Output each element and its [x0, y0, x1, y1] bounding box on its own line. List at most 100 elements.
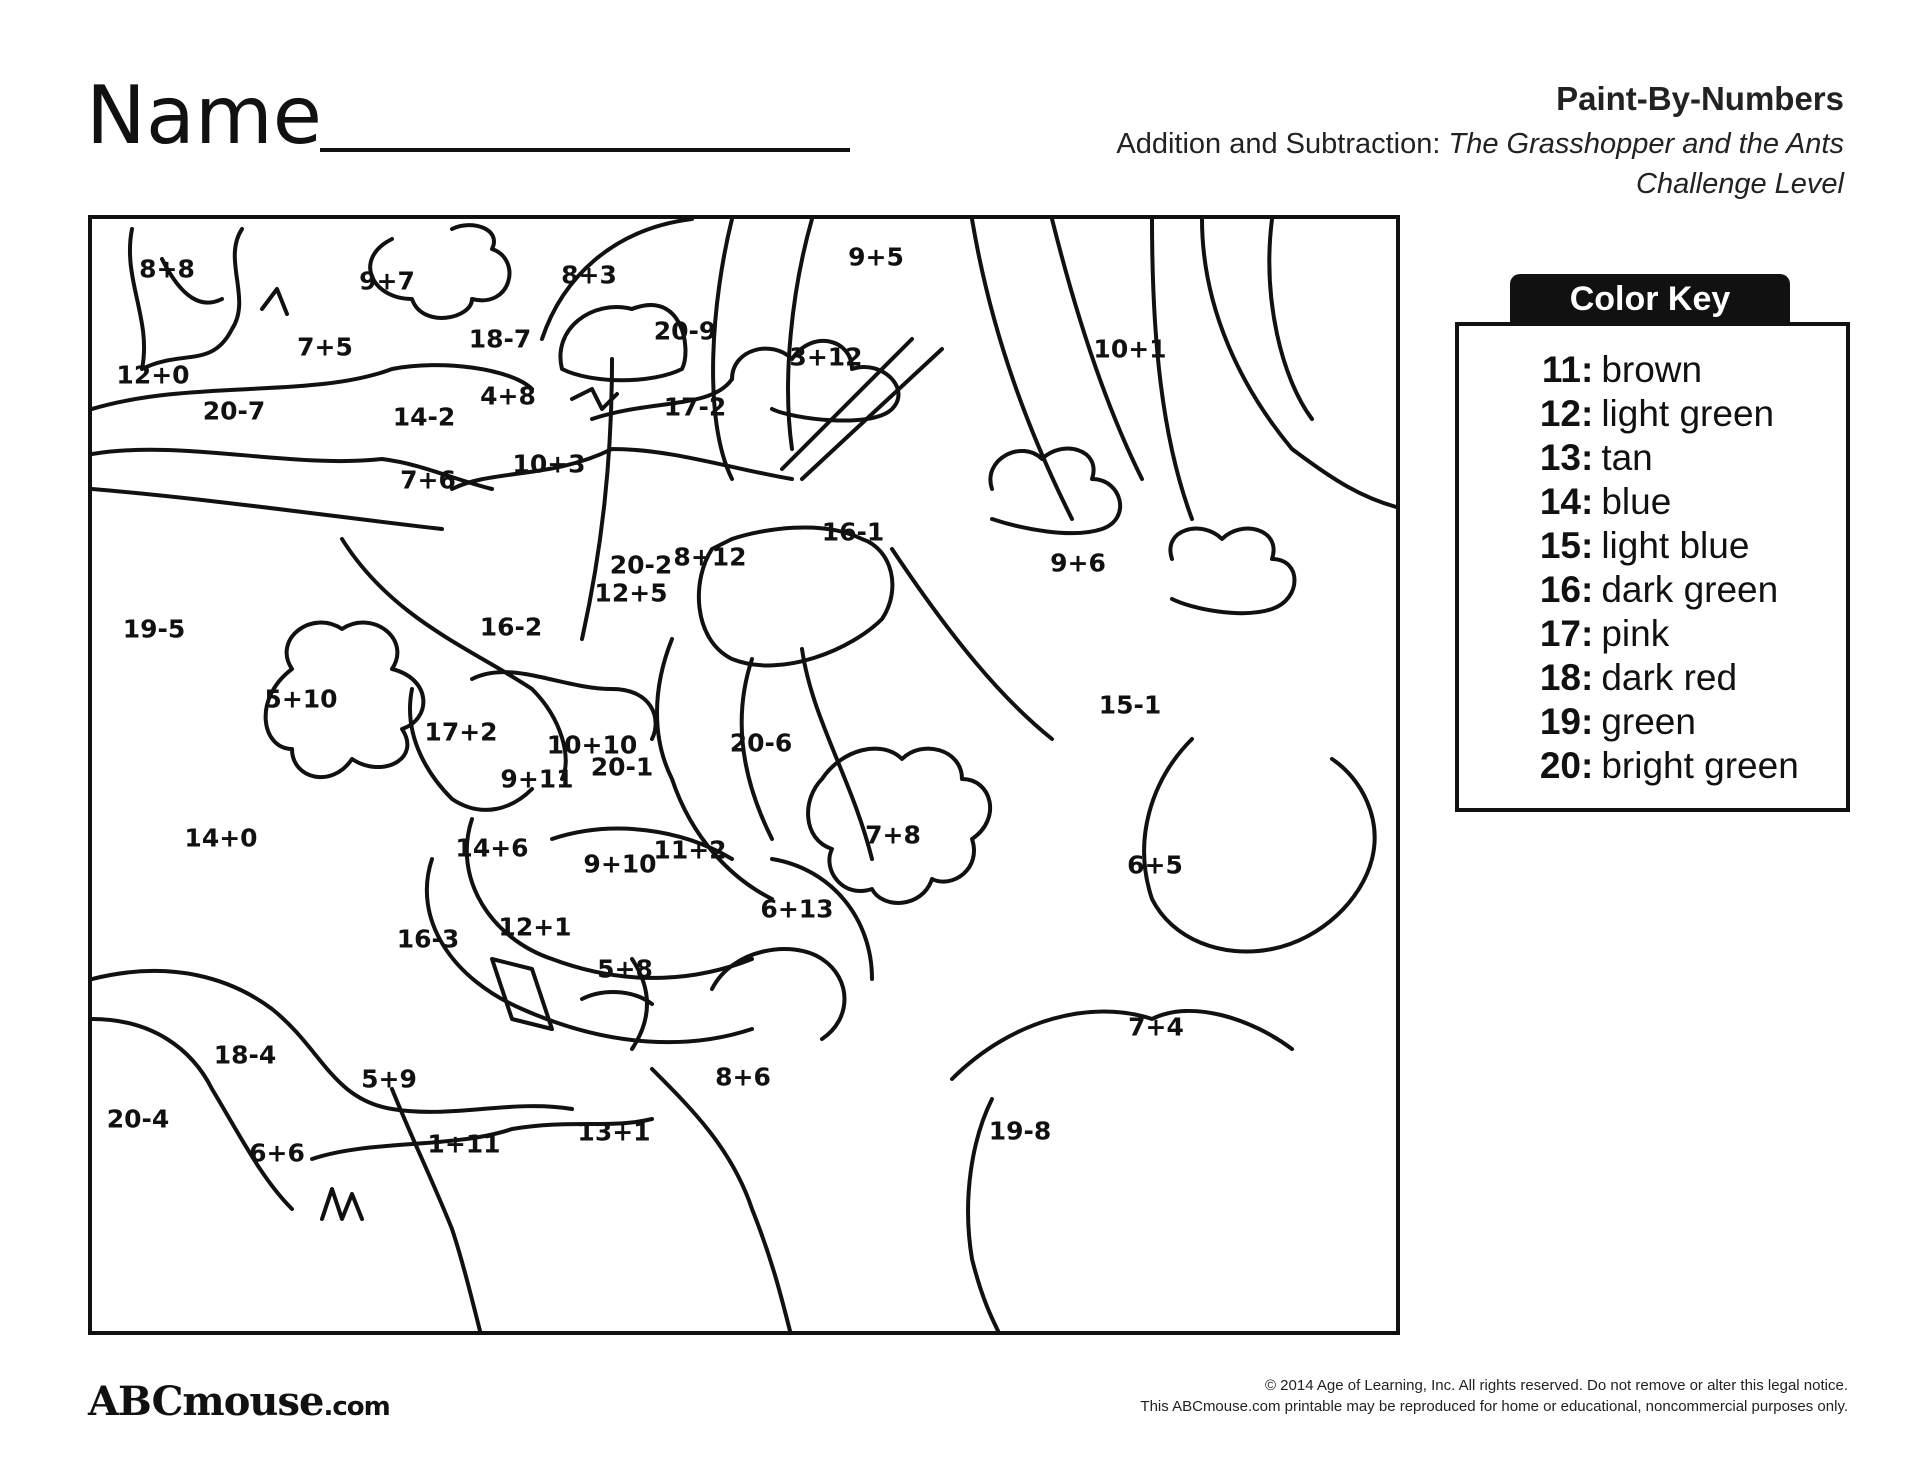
color-key-color-name: dark red [1601, 657, 1738, 698]
color-key-number: 18 [1539, 657, 1581, 698]
problem-label[interactable]: 11+2 [653, 835, 727, 865]
problem-label[interactable]: 10+3 [512, 449, 586, 479]
problem-label[interactable]: 9+10 [583, 849, 657, 879]
problem-label[interactable]: 20-4 [106, 1104, 170, 1134]
logo-suffix: .com [323, 1392, 390, 1422]
color-key-colon: : [1581, 437, 1594, 478]
color-key-row: 13:tan [1459, 436, 1846, 480]
color-key-row: 12:light green [1459, 392, 1846, 436]
color-key-row: 19:green [1459, 700, 1846, 744]
problem-label[interactable]: 1+11 [427, 1129, 501, 1159]
problem-label[interactable]: 16-3 [396, 924, 460, 954]
problem-label[interactable]: 8+8 [139, 254, 195, 284]
abcmouse-logo: ABCmouse.com [88, 1378, 391, 1425]
color-key-color-name: green [1601, 701, 1696, 742]
color-key-colon: : [1581, 701, 1594, 742]
problem-label[interactable]: 7+8 [865, 820, 921, 850]
problem-label[interactable]: 8+6 [715, 1062, 771, 1092]
problem-label[interactable]: 6+13 [760, 894, 834, 924]
problem-label[interactable]: 12+0 [116, 360, 190, 390]
color-key-colon: : [1581, 657, 1594, 698]
color-key-color-name: tan [1601, 437, 1653, 478]
color-key-row: 16:dark green [1459, 568, 1846, 612]
color-key-color-name: pink [1601, 613, 1670, 654]
problem-label[interactable]: 15-1 [1098, 690, 1162, 720]
color-key-number: 13 [1539, 437, 1581, 478]
color-key-colon: : [1581, 393, 1594, 434]
story-title: The Grasshopper and the Ants [1448, 128, 1845, 160]
problem-label[interactable]: 5+8 [597, 954, 653, 984]
problem-label[interactable]: 14+6 [455, 833, 529, 863]
problem-label[interactable]: 20-1 [590, 752, 654, 782]
color-key-colon: : [1581, 613, 1594, 654]
problem-label[interactable]: 9+11 [500, 764, 574, 794]
problem-label[interactable]: 5+10 [264, 684, 338, 714]
problem-label[interactable]: 10+10 [546, 730, 638, 760]
color-key-color-name: dark green [1601, 569, 1779, 610]
problem-label[interactable]: 19-8 [988, 1116, 1052, 1146]
problem-label[interactable]: 10+1 [1093, 334, 1167, 364]
line-art [92, 219, 1396, 1331]
color-key-colon: : [1581, 481, 1594, 522]
worksheet-subtitle: Addition and Subtraction: The Grasshoppe… [1116, 128, 1844, 161]
problem-label[interactable]: 3+12 [789, 342, 863, 372]
color-key-tab: Color Key [1510, 274, 1790, 324]
color-key-row: 20:bright green [1459, 744, 1846, 788]
color-key-color-name: bright green [1601, 745, 1799, 786]
problem-label[interactable]: 18-4 [213, 1040, 277, 1070]
color-key-colon: : [1581, 745, 1594, 786]
color-key-row: 11:brown [1459, 348, 1846, 392]
color-key-number: 11 [1541, 349, 1581, 390]
legal-notice: © 2014 Age of Learning, Inc. All rights … [1264, 1377, 1848, 1394]
logo-main: ABCmouse [88, 1378, 324, 1425]
problem-label[interactable]: 20-6 [729, 728, 793, 758]
color-key-row: 15:light blue [1459, 524, 1846, 568]
name-line[interactable] [320, 148, 850, 152]
problem-label[interactable]: 16-2 [479, 612, 543, 642]
color-key-number: 12 [1539, 393, 1581, 434]
problem-label[interactable]: 16-1 [821, 517, 885, 547]
problem-label[interactable]: 8+3 [561, 260, 617, 290]
problem-label[interactable]: 7+6 [400, 465, 456, 495]
color-key-colon: : [1581, 349, 1594, 390]
problem-label[interactable]: 20-7 [202, 396, 266, 426]
color-key-colon: : [1581, 569, 1594, 610]
usage-notice: This ABCmouse.com printable may be repro… [1140, 1398, 1848, 1415]
problem-label[interactable]: 7+4 [1128, 1012, 1184, 1042]
problem-label[interactable]: 8+12 [673, 542, 747, 572]
color-key-colon: : [1581, 525, 1594, 566]
problem-label[interactable]: 12+1 [498, 912, 572, 942]
color-key-color-name: light blue [1601, 525, 1750, 566]
color-key-row: 17:pink [1459, 612, 1846, 656]
problem-label[interactable]: 9+5 [848, 242, 904, 272]
problem-label[interactable]: 14+0 [184, 823, 258, 853]
problem-label[interactable]: 18-7 [468, 324, 532, 354]
problem-label[interactable]: 7+5 [297, 332, 353, 362]
problem-label[interactable]: 20-2 [609, 550, 673, 580]
problem-label[interactable]: 5+9 [361, 1064, 417, 1094]
problem-label[interactable]: 9+6 [1050, 548, 1106, 578]
problem-label[interactable]: 14-2 [392, 402, 456, 432]
coloring-picture[interactable]: 8+8 9+7 8+3 9+5 18-7 20-9 7+5 3+12 10+1 12+0 4+8 17… [88, 215, 1400, 1335]
problem-label[interactable]: 4+8 [480, 381, 536, 411]
color-key-number: 19 [1539, 701, 1581, 742]
color-key-number: 15 [1539, 525, 1581, 566]
problem-label[interactable]: 9+7 [359, 266, 415, 296]
problem-label[interactable]: 6+5 [1127, 850, 1183, 880]
problem-label[interactable]: 6+6 [249, 1138, 305, 1168]
problem-label[interactable]: 13+1 [577, 1117, 651, 1147]
problem-label[interactable]: 17+2 [424, 717, 498, 747]
color-key-number: 16 [1539, 569, 1581, 610]
color-key-row: 18:dark red [1459, 656, 1846, 700]
problem-label[interactable]: 19-5 [122, 614, 186, 644]
subtitle-prefix: Addition and Subtraction: [1116, 128, 1441, 160]
difficulty-level: Challenge Level [1636, 168, 1844, 200]
color-key-row: 14:blue [1459, 480, 1846, 524]
worksheet-title: Paint-By-Numbers [1556, 80, 1844, 117]
color-key-color-name: blue [1601, 481, 1672, 522]
problem-label[interactable]: 12+5 [594, 578, 668, 608]
color-key-number: 17 [1539, 613, 1581, 654]
problem-label[interactable]: 17-2 [663, 392, 727, 422]
problem-label[interactable]: 20-9 [653, 316, 717, 346]
